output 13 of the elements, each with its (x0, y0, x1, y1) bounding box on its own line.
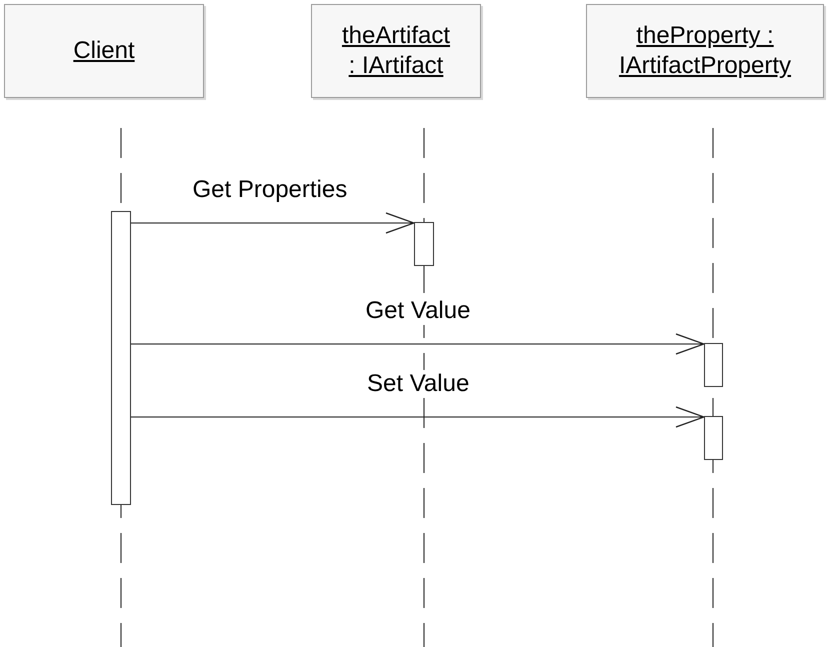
object-name: Client (73, 36, 135, 66)
object-name: theArtifact : IArtifact (341, 21, 451, 81)
activation-bar (414, 222, 434, 266)
object-box (4, 4, 204, 98)
activation-bar (704, 343, 723, 387)
object-box (586, 4, 824, 98)
activation-bar (704, 416, 723, 460)
message-arrow (130, 333, 705, 355)
activation-bar (111, 211, 131, 505)
object-box (311, 4, 481, 98)
message-arrow (130, 212, 415, 234)
message-arrow (130, 406, 705, 428)
object-name: theProperty : IArtifactProperty (618, 21, 792, 81)
